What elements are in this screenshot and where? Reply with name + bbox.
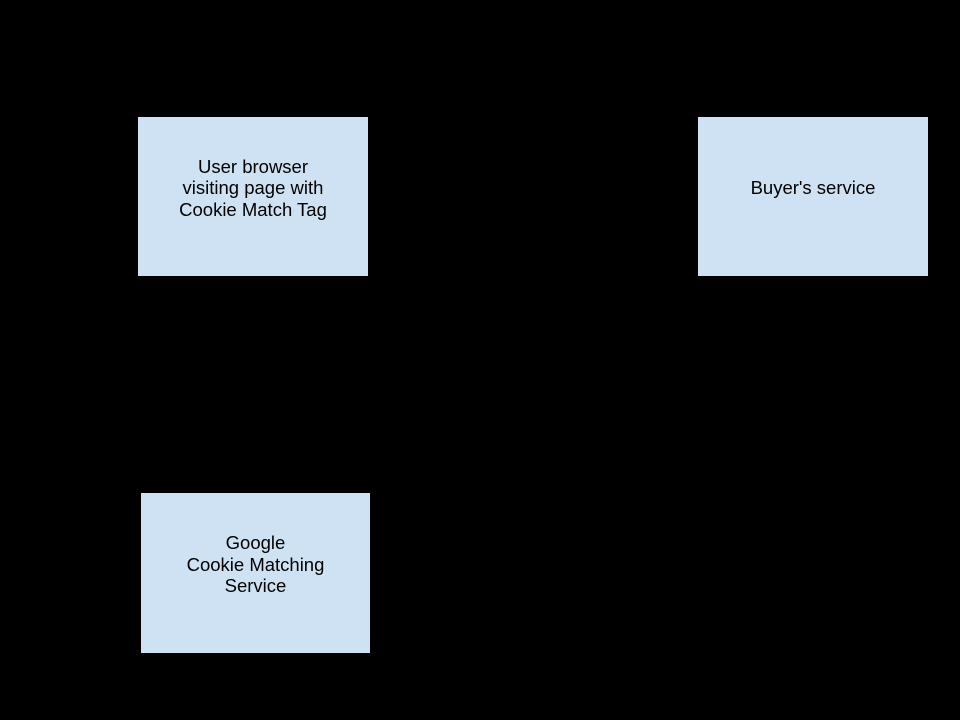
node-google-cookie-matching-label: Google Cookie Matching Service — [186, 532, 325, 597]
node-user-browser-label: User browser visiting page with Cookie M… — [179, 155, 327, 220]
node-google-cookie-matching: Google Cookie Matching Service — [140, 492, 371, 654]
node-buyers-service-label: Buyer's service — [750, 177, 876, 199]
node-user-browser: User browser visiting page with Cookie M… — [137, 116, 369, 277]
node-buyers-service: Buyer's service — [697, 116, 929, 277]
